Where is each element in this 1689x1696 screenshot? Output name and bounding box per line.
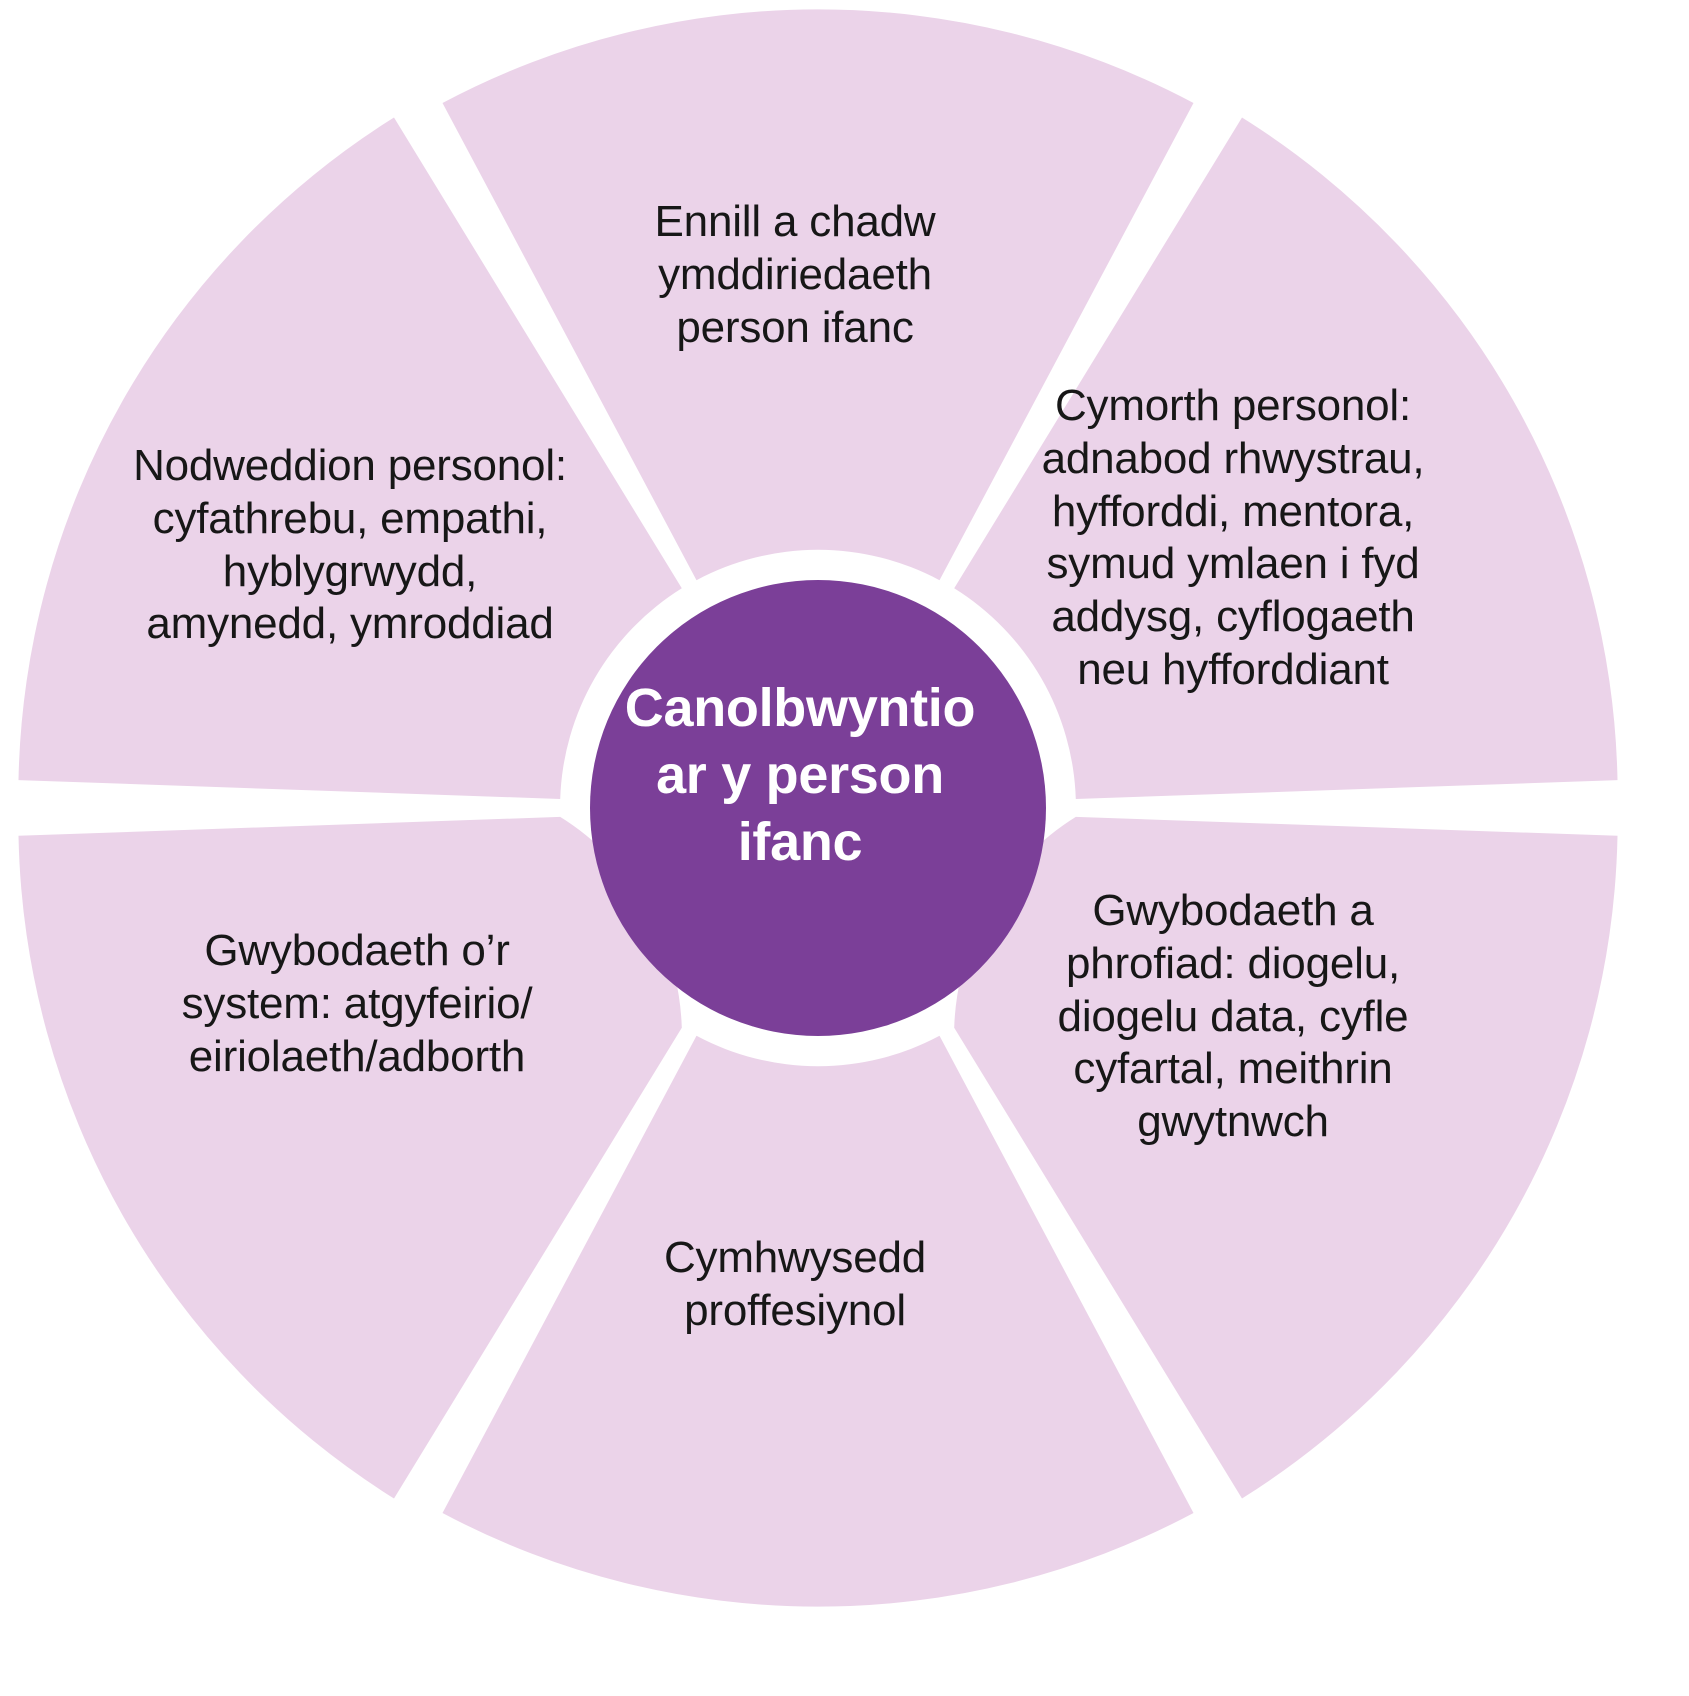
segment-shape-bottom bbox=[442, 1035, 1194, 1607]
segment-label-bottom-left: Gwybodaeth o’r system: atgyfeirio/ eirio… bbox=[181, 926, 533, 1081]
segment-label-top-left: Nodweddion personol: cyfathrebu, empathi… bbox=[133, 441, 567, 649]
segment-shape-top-left bbox=[18, 117, 682, 799]
segment-shape-bottom-left bbox=[18, 816, 682, 1499]
segment-shape-bottom-right bbox=[954, 816, 1618, 1499]
segment-label-bottom-right: Gwybodaeth a phrofiad: diogelu, diogelu … bbox=[1057, 886, 1409, 1147]
segment-label-top: Ennill a chadw ymddiriedaeth person ifan… bbox=[654, 197, 936, 352]
segment-shapes bbox=[18, 9, 1618, 1607]
segment-shape-top bbox=[442, 9, 1194, 581]
segment-label-bottom: Cymhwysedd proffesiynol bbox=[663, 1233, 927, 1335]
segment-label-top-right: Cymorth personol: adnabod rhwystrau, hyf… bbox=[1041, 381, 1425, 694]
hub-label: Canolbwyntio ar y person ifanc bbox=[624, 678, 976, 872]
segment-shape-top-right bbox=[954, 117, 1618, 799]
hub-circle bbox=[590, 580, 1046, 1036]
